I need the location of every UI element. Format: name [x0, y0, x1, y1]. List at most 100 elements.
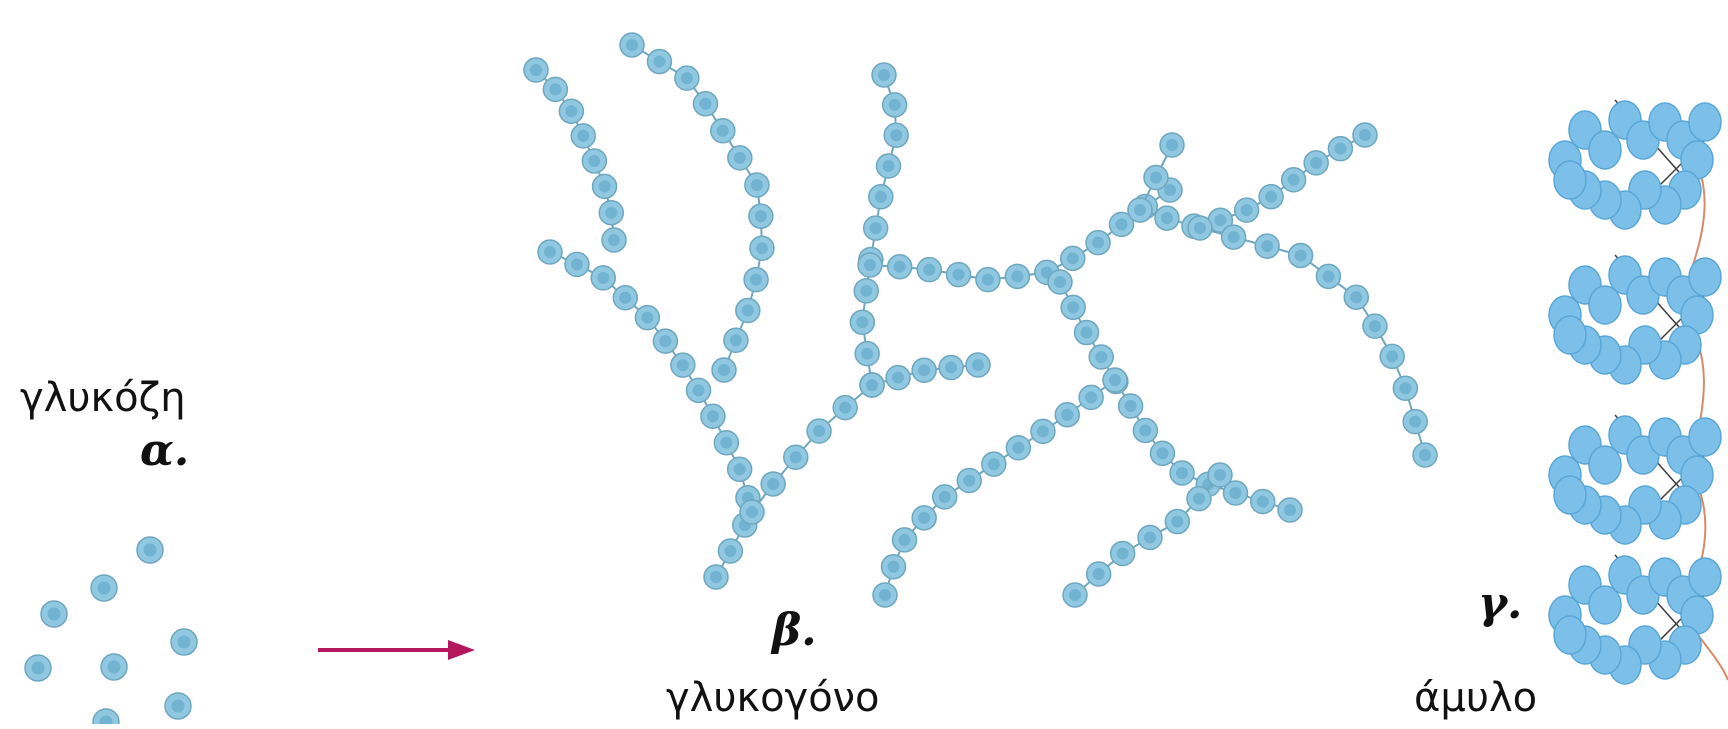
glucose-unit-icon	[613, 286, 637, 310]
bead-core	[1176, 467, 1188, 479]
glucose-unit-icon	[1079, 385, 1103, 409]
glucose-unit-icon	[807, 419, 831, 443]
bead-core	[767, 478, 779, 490]
glucose-unit-icon	[1119, 394, 1143, 418]
glucose-unit-icon	[704, 565, 728, 589]
bead-core	[882, 160, 894, 172]
glucose-unit-icon	[1128, 198, 1152, 222]
glucose-unit-icon	[675, 66, 699, 90]
glucose-unit-icon	[1393, 376, 1417, 400]
starch-glucose-unit	[1689, 258, 1721, 296]
bead-core	[742, 304, 754, 316]
glucose-unit-icon	[1111, 541, 1135, 565]
glucose-unit-icon	[966, 353, 990, 377]
bead-core	[588, 155, 600, 167]
glucose-monomers	[25, 537, 197, 724]
glucose-unit-icon	[1235, 198, 1259, 222]
glucose-unit-icon	[653, 329, 677, 353]
bead-core	[1193, 493, 1205, 505]
bead-core	[1081, 327, 1093, 339]
bead-core	[1093, 568, 1105, 580]
arrow-head	[448, 640, 475, 660]
glucose-unit-icon	[1353, 123, 1377, 147]
bead-core	[730, 334, 742, 346]
glucose-unit-icon	[1403, 410, 1427, 434]
bead-core	[178, 636, 191, 649]
bead-core	[790, 451, 802, 463]
bead-core	[1054, 276, 1066, 288]
bead-core	[1092, 237, 1104, 249]
glucose-unit-icon	[858, 253, 882, 277]
glucose-unit-icon	[976, 268, 1000, 292]
glucose-unit-icon	[91, 575, 117, 601]
bead-core	[890, 129, 902, 141]
glucose-unit-icon	[712, 358, 736, 382]
glucose-unit-icon	[714, 431, 738, 455]
glycogen-branched-chain	[524, 33, 1437, 607]
bead-core	[963, 475, 975, 487]
starch-helix	[1549, 100, 1728, 684]
bead-core	[878, 69, 890, 81]
glucose-unit-icon	[833, 396, 857, 420]
bead-core	[1257, 495, 1269, 507]
bead-core	[653, 56, 665, 68]
bead-core	[746, 506, 758, 518]
bead-core	[108, 661, 121, 674]
bead-core	[939, 491, 951, 503]
bead-core	[98, 582, 111, 595]
bead-core	[918, 512, 930, 524]
helix-turn	[1549, 255, 1721, 384]
bead-core	[1295, 249, 1307, 261]
glucose-unit-icon	[1048, 270, 1072, 294]
glucose-unit-icon	[864, 216, 888, 240]
bead-core	[1350, 291, 1362, 303]
glucose-unit-icon	[724, 328, 748, 352]
glucose-unit-icon	[41, 601, 67, 627]
bead-core	[718, 364, 730, 376]
bead-core	[577, 130, 589, 142]
glucose-unit-icon	[750, 236, 774, 260]
glucose-unit-icon	[1222, 225, 1246, 249]
bead-core	[1386, 350, 1398, 362]
glucose-unit-icon	[635, 306, 659, 330]
glucose-unit-icon	[854, 279, 878, 303]
bead-core	[1011, 270, 1023, 282]
glucose-unit-icon	[599, 201, 623, 225]
glucose-unit-icon	[1413, 443, 1437, 467]
bead-core	[1322, 270, 1334, 282]
glucose-unit-icon	[1278, 498, 1302, 522]
glucose-unit-icon	[883, 93, 907, 117]
bead-core	[1241, 204, 1253, 216]
glucose-unit-icon	[565, 252, 589, 276]
glucose-unit-icon	[1103, 368, 1127, 392]
bead-core	[1265, 191, 1277, 203]
glucose-unit-icon	[137, 537, 163, 563]
glucose-unit-icon	[869, 185, 893, 209]
bead-core	[717, 125, 729, 137]
bead-core	[1409, 416, 1421, 428]
bead-core	[1095, 351, 1107, 363]
bead-core	[172, 700, 185, 713]
bead-core	[724, 545, 736, 557]
glucose-unit-icon	[538, 240, 562, 264]
bead-core	[710, 571, 722, 583]
glucose-unit-icon	[982, 452, 1006, 476]
bead-core	[597, 272, 609, 284]
bead-core	[1310, 157, 1322, 169]
glucose-unit-icon	[1138, 526, 1162, 550]
bead-core	[875, 191, 887, 203]
glucose-unit-icon	[761, 472, 785, 496]
glucose-unit-icon	[1255, 234, 1279, 258]
glucose-unit-icon	[1251, 489, 1275, 513]
bead-core	[750, 274, 762, 286]
bead-core	[608, 234, 620, 246]
helix-turn	[1549, 555, 1721, 684]
bead-core	[734, 463, 746, 475]
glucose-unit-icon	[571, 124, 595, 148]
glucose-unit-icon	[671, 353, 695, 377]
glucose-unit-icon	[1031, 419, 1055, 443]
glucose-unit-icon	[881, 555, 905, 579]
glucose-unit-icon	[850, 310, 874, 334]
bead-core	[1139, 424, 1151, 436]
bead-core	[755, 210, 767, 222]
